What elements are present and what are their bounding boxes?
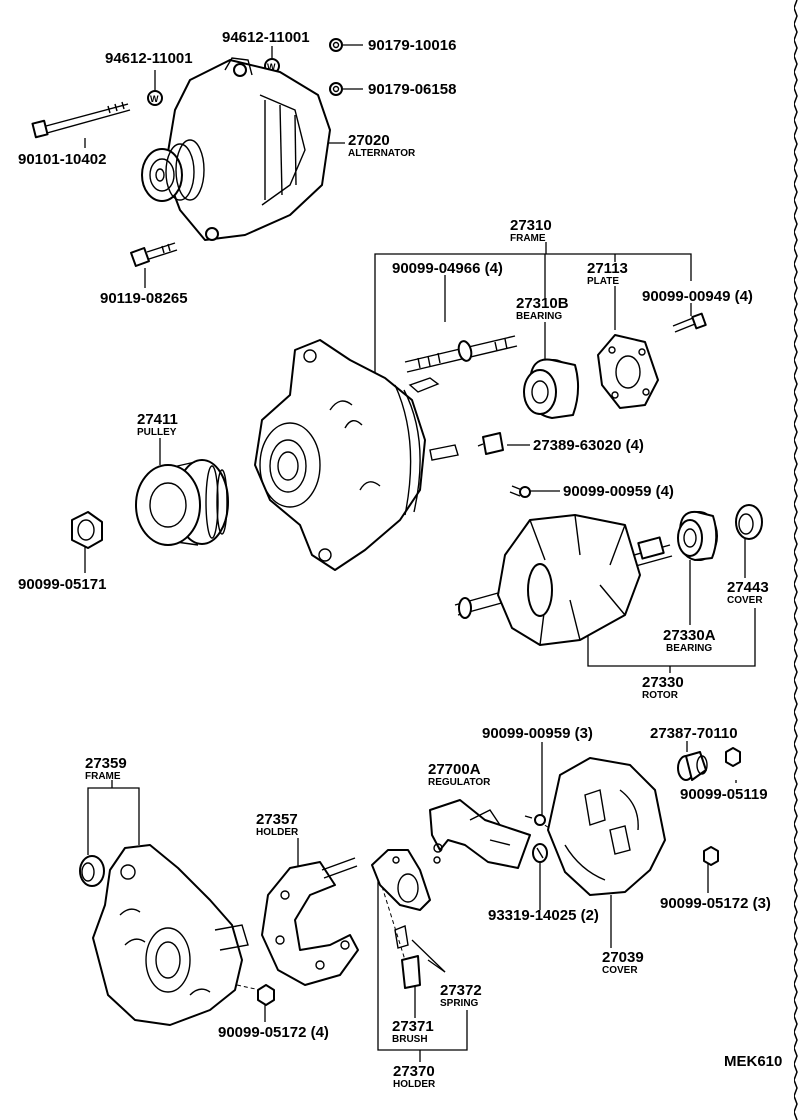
screw-icon: [524, 814, 546, 826]
part-number-label: 27357: [256, 811, 298, 828]
part-number-label: 90101-10402: [18, 151, 106, 168]
part-number-label: 27113: [587, 260, 628, 277]
part-number-label: 27372: [440, 982, 482, 999]
nut-icon: [725, 747, 741, 767]
drive-end-frame-icon: [254, 339, 459, 571]
part-number-label: 27310B: [516, 295, 569, 312]
washer-icon: [532, 843, 548, 863]
part-name-label: BRUSH: [392, 1034, 428, 1045]
part-name-label: HOLDER: [393, 1079, 436, 1090]
bearing-icon: [523, 358, 579, 419]
svg-text:W: W: [267, 62, 276, 72]
part-number-label: 27371: [392, 1018, 434, 1035]
part-number-label: 90099-05119: [680, 786, 768, 803]
part-name-label: COVER: [602, 965, 638, 976]
rear-cover-icon: [547, 757, 666, 896]
part-number-label: 90099-00959 (3): [482, 725, 593, 742]
diagram-code: MEK610: [724, 1053, 782, 1070]
rectifier-holder-icon: [261, 857, 359, 986]
part-labels: 94612-11001 94612-11001 90179-10016 9017…: [18, 29, 782, 1090]
plate-icon: [597, 334, 659, 409]
terminal-bushing-icon: [677, 751, 708, 781]
part-number-label: 27359: [85, 755, 127, 772]
part-name-label: PLATE: [587, 276, 619, 287]
part-name-label: FRAME: [85, 771, 121, 782]
part-name-label: PULLEY: [137, 427, 177, 438]
nut-icon: [703, 846, 719, 866]
grommet-icon: [79, 855, 105, 887]
cap-cover-icon: [735, 504, 763, 540]
part-number-label: 90179-06158: [368, 81, 456, 98]
pulley-icon: [135, 459, 229, 546]
part-name-label: REGULATOR: [428, 777, 491, 788]
leader-lines: [84, 44, 756, 1062]
part-number-label: 27330A: [663, 627, 716, 644]
svg-text:W: W: [150, 94, 159, 104]
screw-icon: [509, 485, 531, 498]
part-number-label: 90099-00949 (4): [642, 288, 753, 305]
part-name-label: BEARING: [666, 643, 712, 654]
part-number-label: 90099-05171: [18, 576, 106, 593]
brush-holder-icon: [371, 849, 431, 989]
through-bolt-icon: [404, 335, 518, 373]
part-name-label: ALTERNATOR: [348, 148, 416, 159]
part-number-label: 27700A: [428, 761, 481, 778]
nut-icon: [71, 511, 103, 549]
part-number-label: 93319-14025 (2): [488, 907, 599, 924]
part-name-label: BEARING: [516, 311, 562, 322]
part-number-label: 27020: [348, 132, 390, 149]
rear-frame-icon: [92, 844, 249, 1026]
part-name-label: COVER: [727, 595, 763, 606]
screw-icon: [672, 312, 707, 333]
part-name-label: SPRING: [440, 998, 479, 1009]
rotor-icon: [454, 514, 673, 646]
part-number-label: 27370: [393, 1063, 435, 1080]
part-number-label: 27387-70110: [650, 725, 738, 742]
terminal-clip-icon: [477, 432, 504, 455]
nut-icon: [257, 984, 275, 1006]
part-number-label: 94612-11001: [105, 50, 193, 67]
part-number-label: 27330: [642, 674, 684, 691]
part-number-label: 94612-11001: [222, 29, 310, 46]
part-number-label: 27411: [137, 411, 178, 428]
part-number-label: 27389-63020 (4): [533, 437, 644, 454]
part-number-label: 90099-04966 (4): [392, 260, 503, 277]
bolt-icon: [130, 242, 178, 267]
part-number-label: 27039: [602, 949, 644, 966]
part-number-label: 27310: [510, 217, 552, 234]
part-number-label: 90119-08265: [100, 290, 188, 307]
part-number-label: 90099-05172 (4): [218, 1024, 329, 1041]
part-number-label: 27443: [727, 579, 769, 596]
part-number-label: 90099-05172 (3): [660, 895, 771, 912]
nut-icon: [329, 38, 343, 96]
regulator-icon: [429, 799, 531, 869]
long-bolt-icon: [31, 101, 131, 139]
part-name-label: ROTOR: [642, 690, 679, 701]
bearing-icon: [677, 510, 718, 561]
part-drawings: W W: [31, 38, 763, 1026]
part-name-label: HOLDER: [256, 827, 299, 838]
page-edge-border: [794, 0, 798, 1120]
part-number-label: 90179-10016: [368, 37, 456, 54]
part-number-label: 90099-00959 (4): [563, 483, 674, 500]
part-name-label: FRAME: [510, 233, 546, 244]
alternator-icon: [141, 57, 331, 241]
